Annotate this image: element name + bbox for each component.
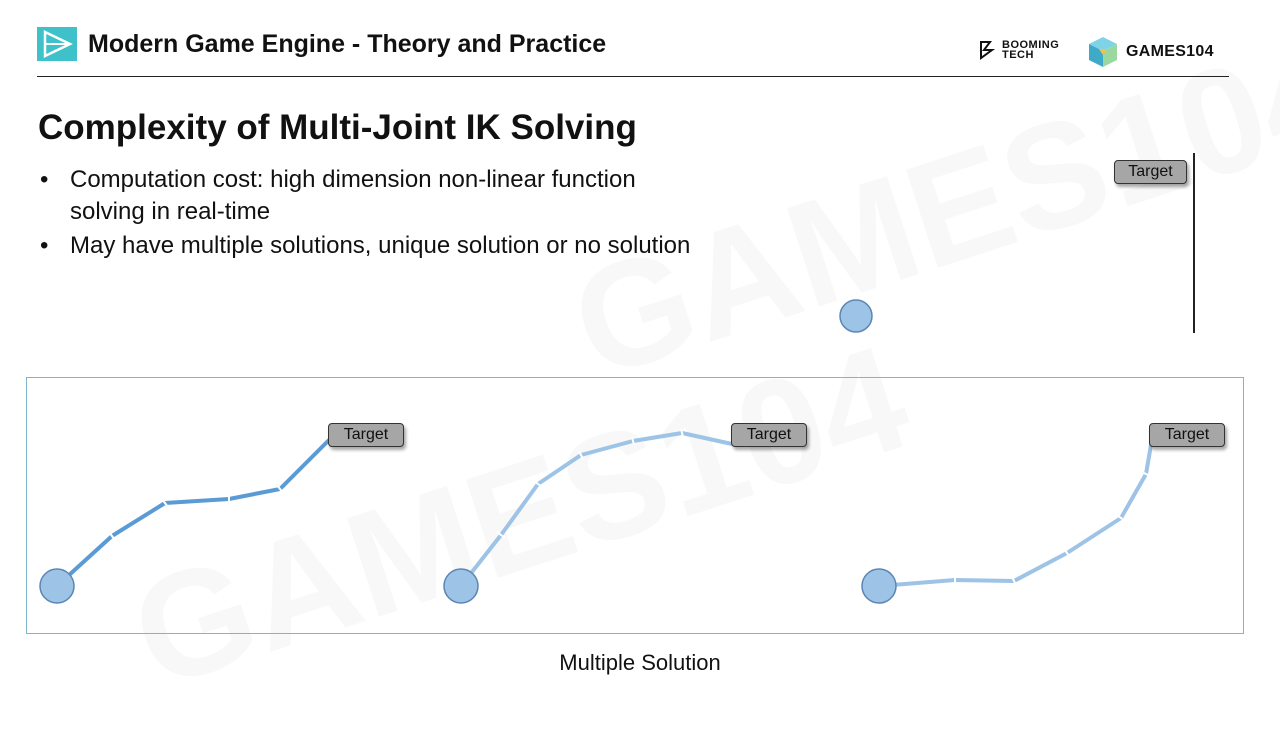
no-solution-diagram: [830, 150, 1050, 340]
play-logo-icon: [37, 27, 77, 61]
booming-tech-brand: BOOMING TECH: [978, 39, 1060, 61]
ik-chain-solution-3: [861, 438, 1154, 604]
games104-brand: GAMES104: [1088, 36, 1214, 68]
ik-chain-diagrams: [39, 428, 1154, 604]
ik-chain-solution-1: [39, 437, 332, 604]
games104-text: GAMES104: [1126, 43, 1214, 60]
diagram-caption: Multiple Solution: [559, 650, 721, 675]
boundary-line: [1193, 153, 1195, 333]
header-title: Modern Game Engine - Theory and Practice: [88, 30, 607, 58]
bullet-item: May have multiple solutions, unique solu…: [40, 230, 700, 262]
ik-chain-solution-2: [443, 428, 733, 604]
bullet-item: Computation cost: high dimension non-lin…: [40, 164, 700, 228]
target-label: Target: [328, 423, 404, 447]
bullet-list: Computation cost: high dimension non-lin…: [40, 164, 700, 264]
target-label: Target: [1114, 160, 1187, 184]
slide-header: Modern Game Engine - Theory and Practice…: [0, 0, 1280, 78]
slide-title: Complexity of Multi-Joint IK Solving: [38, 108, 637, 147]
booming-tech-text: BOOMING TECH: [1002, 39, 1060, 61]
games104-cube-icon: [1089, 37, 1117, 67]
multiple-solution-box: [26, 377, 1244, 634]
header-divider: [37, 76, 1229, 77]
target-label: Target: [1149, 423, 1225, 447]
booming-tech-logo-icon: [980, 41, 996, 60]
no-solution-joint: [839, 299, 873, 333]
target-label: Target: [731, 423, 807, 447]
